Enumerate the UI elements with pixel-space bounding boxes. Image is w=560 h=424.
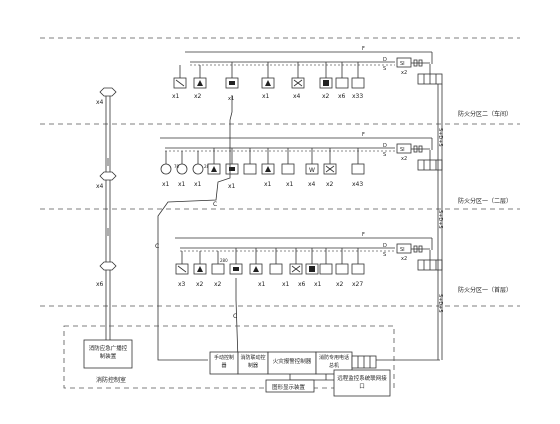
module-icon: [335, 77, 349, 89]
device-count: x1: [286, 181, 294, 188]
module-icon: [351, 163, 365, 175]
control-room-title: 消防控制室: [96, 376, 126, 384]
device-count: x6: [338, 93, 346, 100]
device-count: x2: [194, 93, 202, 100]
device-count: x4: [293, 93, 301, 100]
bus-label-d: D: [383, 57, 387, 63]
zone-label-top: 防火分区二（车间）: [458, 110, 512, 118]
si-label: SI: [400, 247, 405, 253]
bus-label-d: D: [383, 243, 387, 249]
remote-monitor-label: 远程监控系统联网接口: [337, 376, 387, 391]
module-icon: [281, 163, 295, 175]
small-tag: 280: [220, 258, 228, 263]
device-count: x1: [314, 281, 322, 288]
device-count: x2: [322, 93, 330, 100]
zone-label-middle: 防火分区一（二层）: [458, 197, 512, 205]
device-count: x27: [352, 281, 363, 288]
device-count: x1: [178, 181, 186, 188]
graphic-display-box: [265, 379, 315, 393]
smoke-detector-icon: [160, 163, 172, 175]
device-count: x3: [178, 281, 186, 288]
device-count: x1: [264, 181, 272, 188]
riser-tag: S+D+S: [437, 294, 443, 313]
device-count: x2: [326, 181, 334, 188]
device-count: x33: [352, 93, 363, 100]
small-tag: 70: [174, 164, 180, 169]
device-count: x2: [214, 281, 222, 288]
riser-tag: S+D+S: [437, 128, 443, 147]
device-count: x1: [282, 281, 290, 288]
bus-label-d: D: [383, 143, 387, 149]
device-count: x6: [298, 281, 306, 288]
heat-detector-icon: [192, 163, 204, 175]
graphic-display-label: 图形显示装置: [272, 383, 306, 391]
device-count: x1: [172, 93, 180, 100]
c-bus-tag: C: [155, 243, 159, 250]
si-count: x2: [401, 70, 407, 76]
module-icon: [305, 163, 319, 175]
broadcast-controller-label: 消防应急广播控制装置: [88, 346, 128, 361]
riser-tag: S+D+S: [437, 210, 443, 229]
c-bus-tag: C: [213, 201, 217, 208]
device-count: x43: [352, 181, 363, 188]
control-room-boundary: [63, 325, 395, 389]
floor-top-devices: F D S SI x2: [172, 46, 443, 102]
speaker-icon: [99, 87, 117, 97]
device-count: x1: [162, 181, 170, 188]
bus-label-f: F: [362, 132, 365, 138]
bus-label-s: S: [383, 152, 386, 158]
speaker-count: x6: [96, 281, 104, 288]
module-icon: [211, 263, 225, 275]
heat-detector-icon: [176, 163, 188, 175]
module-icon: [335, 263, 349, 275]
c-bus-tag: C: [233, 313, 237, 320]
linkage-controller-label: 消防联动控制器: [240, 355, 266, 369]
device-count: x1: [228, 96, 234, 102]
floor-middle-devices: F D S SI x2 70: [160, 132, 443, 190]
device-count: x2: [336, 281, 344, 288]
zone-label-bottom: 防火分区一（首层）: [458, 286, 512, 294]
manual-controller-label: 手动控制器: [213, 355, 234, 369]
c-bus-riser: C C C: [155, 95, 239, 361]
module-icon: [351, 77, 365, 89]
module-icon: [269, 263, 283, 275]
bus-label-f: F: [362, 46, 365, 52]
speaker-count: x4: [96, 183, 104, 190]
module-icon: [351, 263, 365, 275]
bus-label-f: F: [362, 232, 365, 238]
si-module: [396, 243, 412, 254]
si-count: x2: [401, 256, 407, 262]
main-riser-right: S+D+S S+D+S S+D+S: [376, 84, 443, 361]
module-icon: [243, 163, 257, 175]
device-count: x4: [308, 181, 316, 188]
speaker-icon: [99, 261, 117, 271]
broadcast-controller-box: [83, 339, 133, 369]
bus-label-s: S: [383, 66, 386, 72]
si-module: [396, 57, 412, 68]
device-count: x2: [196, 281, 204, 288]
floor-bottom-devices: F D S SI x2: [175, 232, 443, 288]
speaker-count: x4: [96, 99, 104, 106]
si-count: x2: [401, 156, 407, 162]
si-label: SI: [400, 61, 405, 67]
fire-phone-host-label: 消防专用电话总机: [319, 355, 350, 369]
si-module: [396, 143, 412, 154]
si-label: SI: [400, 147, 405, 153]
device-count: x1: [228, 183, 236, 190]
fire-alarm-controller-label: 火灾报警控制器: [272, 359, 312, 365]
device-count: x1: [258, 281, 266, 288]
speaker-icon: [99, 171, 117, 181]
device-count: x1: [194, 181, 202, 188]
module-icon: [319, 263, 333, 275]
device-count: x1: [262, 93, 270, 100]
remote-monitor-box: [333, 369, 391, 397]
bus-label-s: S: [383, 252, 386, 258]
broadcast-riser: x4 x4 x6: [96, 87, 117, 340]
module-glyph: W: [309, 167, 315, 174]
